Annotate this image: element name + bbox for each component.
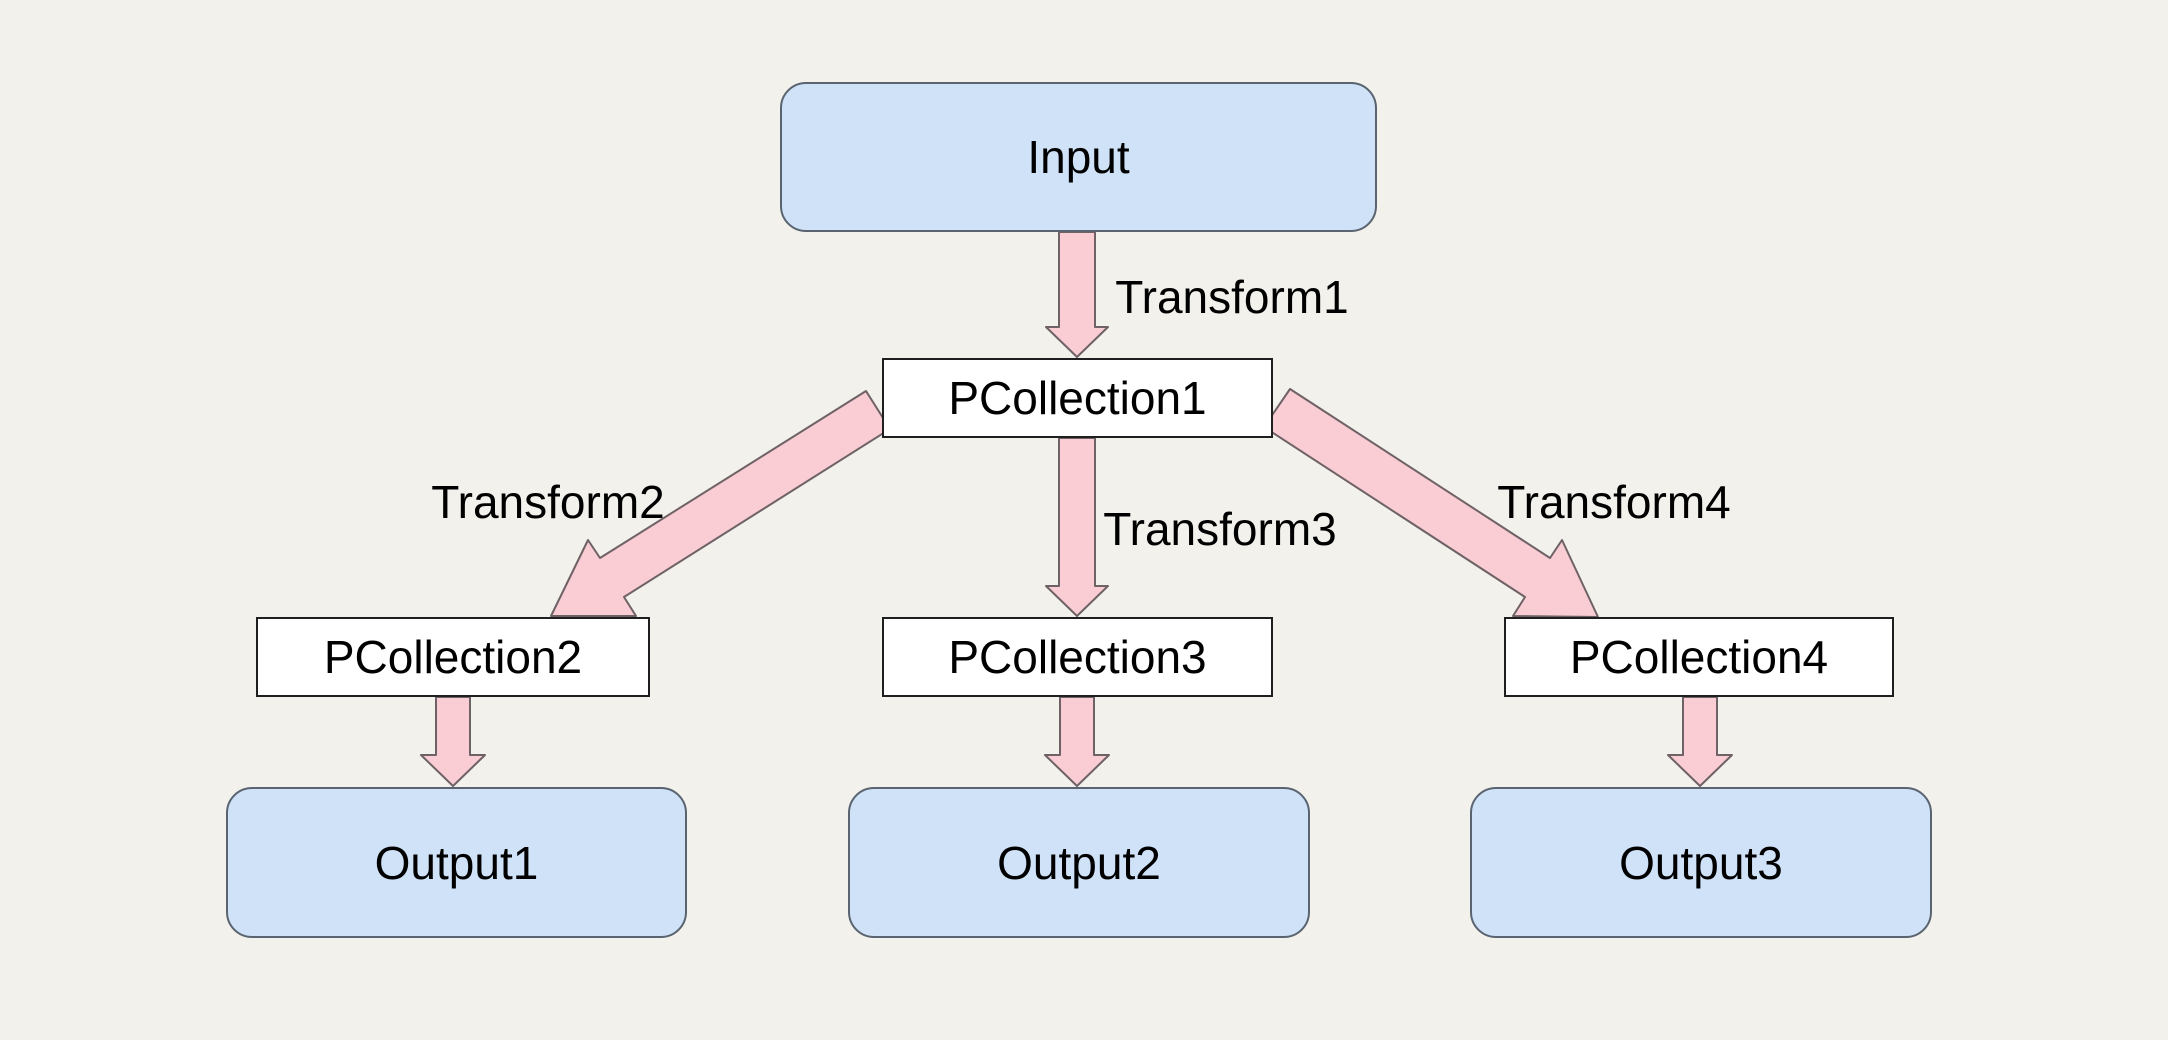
edge-label-transform1: Transform1	[1115, 271, 1349, 323]
node-pcollection1: PCollection1	[882, 358, 1273, 438]
node-output2: Output2	[848, 787, 1310, 938]
node-output2-label: Output2	[997, 836, 1161, 889]
node-pcollection2-label: PCollection2	[323, 631, 583, 683]
node-output3-label: Output3	[1619, 836, 1783, 889]
arrow-transform2	[550, 390, 891, 617]
node-input-label: Input	[1027, 131, 1130, 183]
arrow-pc2-out1	[420, 696, 486, 787]
edge-label-transform2: Transform2	[431, 476, 665, 528]
node-pcollection3-label: PCollection3	[948, 631, 1207, 683]
arrow-transform3	[1045, 437, 1109, 617]
node-pcollection4-label: PCollection4	[1569, 631, 1829, 683]
node-output1: Output1	[226, 787, 687, 938]
arrow-pc3-out2	[1044, 696, 1110, 787]
edge-label-transform3: Transform3	[1103, 503, 1337, 555]
node-output3: Output3	[1470, 787, 1932, 938]
edge-label-transform4: Transform4	[1497, 476, 1731, 528]
node-pcollection2: PCollection2	[256, 617, 650, 697]
node-pcollection1-label: PCollection1	[948, 372, 1207, 424]
arrow-transform1	[1045, 231, 1109, 358]
arrow-pc4-out3	[1667, 696, 1733, 787]
arrow-transform4	[1263, 388, 1599, 618]
node-input: Input	[780, 82, 1377, 232]
node-output1-label: Output1	[374, 836, 539, 889]
node-pcollection4: PCollection4	[1504, 617, 1894, 697]
node-pcollection3: PCollection3	[882, 617, 1273, 697]
